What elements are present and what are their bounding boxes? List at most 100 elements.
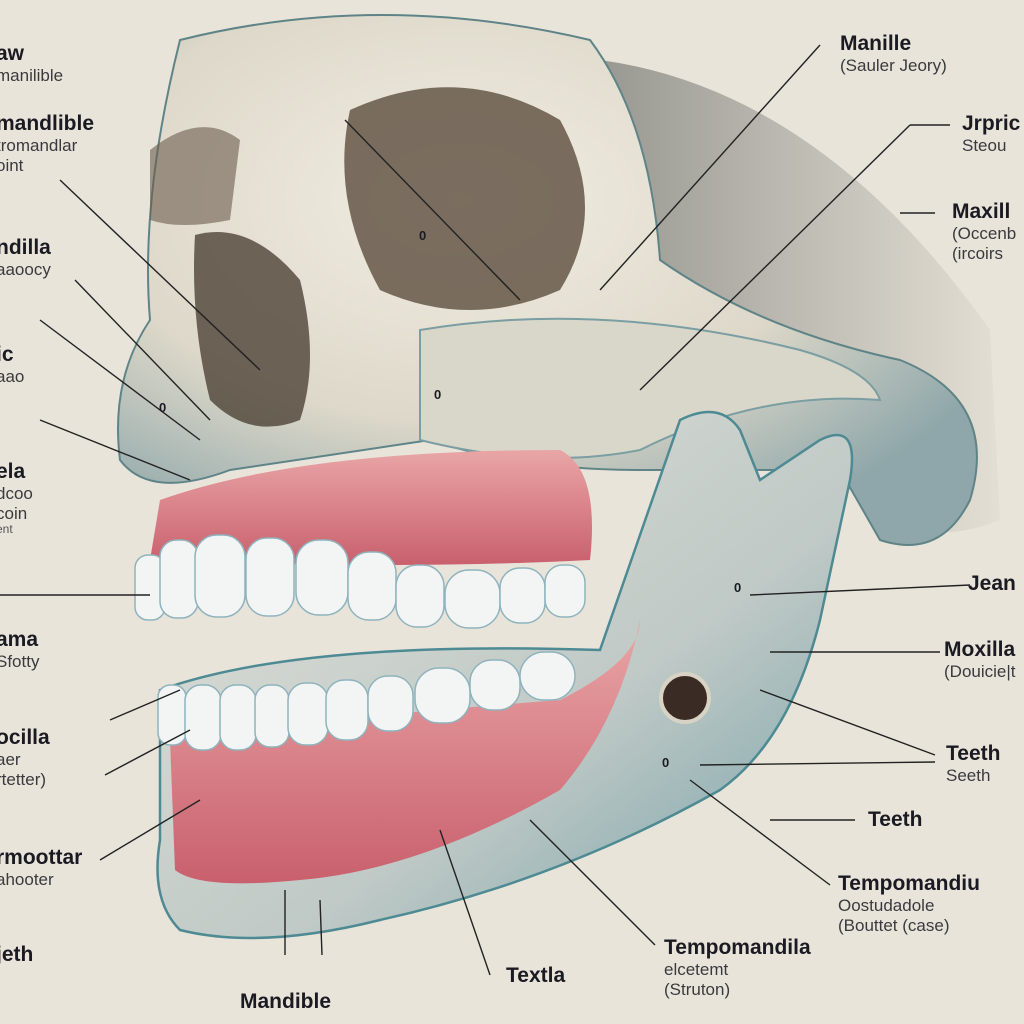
label-title: Teeth (868, 808, 923, 831)
label-subtitle: (Struton) (664, 979, 731, 999)
annotation-label: Teeth (868, 808, 922, 832)
label-subtitle: aer (0, 750, 21, 770)
marker: 0 (419, 228, 427, 243)
tooth (194, 534, 246, 618)
leader-line (749, 584, 971, 596)
tooth (245, 537, 295, 617)
tooth (544, 564, 586, 618)
leader-line (39, 419, 191, 481)
label-title: Teeth (946, 742, 1001, 765)
upper-gum (150, 450, 592, 565)
label-title: Manille (840, 32, 912, 55)
label-title: Tempomandiu (838, 872, 980, 895)
label-title: aw (0, 42, 25, 65)
tooth (347, 551, 397, 621)
tooth (219, 684, 257, 751)
label-subtitle: Oostudadole (838, 896, 935, 916)
annotation-label: jeth (0, 943, 33, 967)
label-subtitle: aao (0, 367, 25, 387)
annotation-label: Manille(Sauler Jeory) (840, 32, 947, 76)
label-subtitle: ahooter (0, 870, 54, 890)
label-subtitle: (Douicie|t (944, 662, 1016, 682)
tooth (469, 659, 521, 711)
label-subtitle: manilible (0, 66, 64, 86)
leader-line (439, 829, 491, 976)
label-title: Moxilla (944, 638, 1016, 661)
label-title: Maxill (952, 200, 1011, 223)
tooth (254, 684, 290, 748)
label-title: Jrpric (962, 112, 1021, 135)
tooth (367, 675, 414, 732)
leader-line (759, 689, 936, 756)
label-subtitle: Sfotty (0, 652, 40, 672)
annotation-label: Maxill(Occenb(ircoirs (952, 200, 1016, 263)
label-title: Mandible (240, 990, 332, 1013)
leader-line (59, 179, 261, 371)
annotation-label: eladcoocoinent (0, 460, 33, 537)
annotation-label: Mandible (240, 990, 331, 1014)
label-subtitle: dcoo (0, 484, 33, 504)
orbit (344, 87, 585, 310)
lower-gum (170, 620, 640, 884)
label-title: Tempomandila (664, 936, 811, 959)
leader-line (599, 44, 821, 291)
leader-line (639, 124, 911, 391)
label-subtitle: (ircoirs (952, 243, 1003, 263)
mental-foramen (659, 672, 711, 724)
leader-line (319, 899, 323, 956)
label-title: ndilla (0, 236, 51, 259)
left-orbit (150, 127, 240, 225)
marker: 0 (159, 400, 167, 415)
leader-line (74, 279, 211, 421)
leader-line (529, 819, 656, 946)
label-title: ama (0, 628, 39, 651)
tooth (414, 667, 471, 724)
leader-line (99, 799, 201, 861)
leader-line (689, 779, 831, 886)
label-title: mandlible (0, 112, 95, 135)
label-subtitle: Steou (962, 136, 1007, 156)
tooth (159, 539, 199, 619)
annotation-label: icaao (0, 343, 24, 387)
leader-line (344, 119, 521, 301)
label-subtitle: tromandlar (0, 136, 78, 156)
tooth (519, 651, 576, 701)
marker: 0 (662, 755, 670, 770)
tooth (287, 682, 329, 746)
label-title: Jean (968, 572, 1016, 595)
label-subtitle: (Bouttet (case) (838, 915, 950, 935)
label-subtitle: (Sauler Jeory) (840, 56, 947, 76)
tooth (184, 684, 222, 751)
tooth (395, 564, 445, 628)
label-title: ocilla (0, 726, 50, 749)
tooth (325, 679, 369, 741)
label-subtitle: (Occenb (952, 224, 1017, 244)
leader-line (39, 319, 201, 441)
label-subtitle: aaoocy (0, 260, 51, 280)
leader-line (109, 689, 181, 721)
leader-line (104, 729, 191, 776)
label-subtitle: ent (0, 522, 13, 537)
annotation-label: Jean (968, 572, 1016, 596)
label-subtitle: rtetter) (0, 769, 47, 789)
annotation-label: Moxilla(Douicie|t (944, 638, 1016, 682)
tooth (499, 567, 546, 624)
marker: 0 (734, 580, 742, 595)
annotation-label: Textla (506, 964, 565, 988)
label-title: ic (0, 343, 14, 366)
label-title: rmoottar (0, 846, 83, 869)
label-subtitle: elcetemt (664, 960, 729, 980)
marker: 0 (434, 387, 442, 402)
label-title: ela (0, 460, 26, 483)
tooth (444, 569, 501, 629)
leader-line (699, 761, 936, 766)
label-title: jeth (0, 943, 34, 966)
